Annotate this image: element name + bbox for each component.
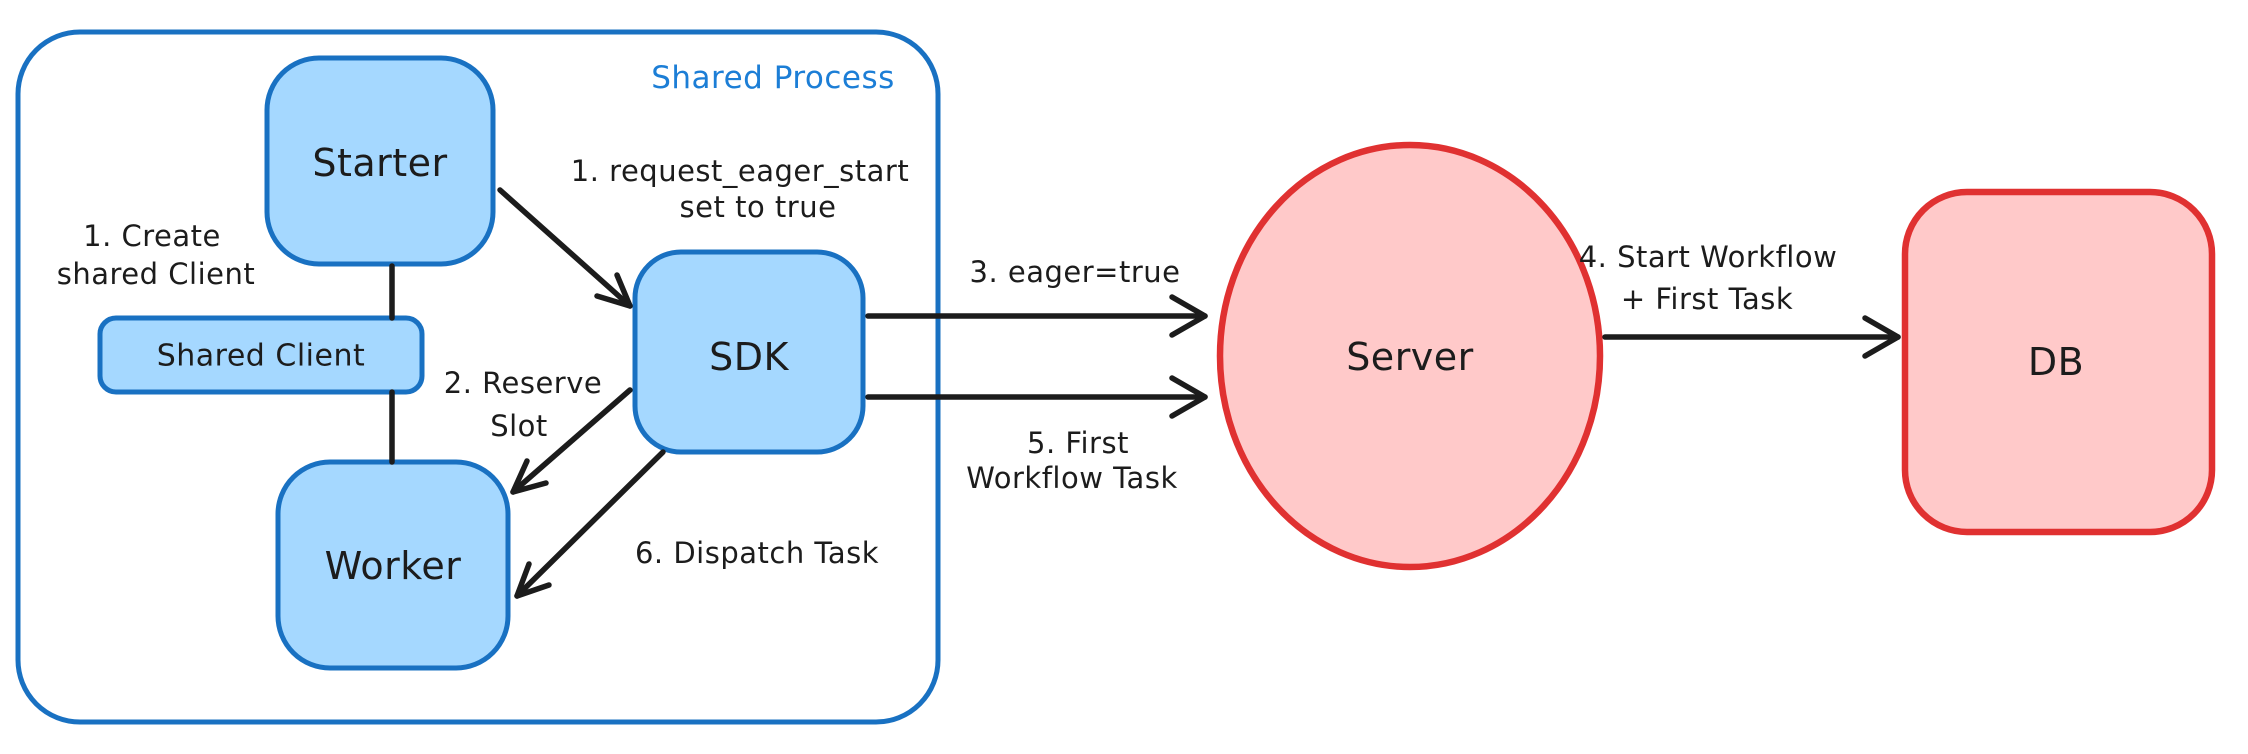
arrow-dispatch-task bbox=[514, 449, 666, 599]
arrow-reserve-slot-line bbox=[510, 387, 633, 495]
annotation-start-workflow-line2: + First Task bbox=[1621, 282, 1793, 316]
annotation-eager-true: 3. eager=true bbox=[970, 255, 1181, 289]
arrow-dispatch-task-line bbox=[514, 449, 666, 599]
annotation-dispatch-task: 6. Dispatch Task bbox=[635, 536, 879, 570]
arrow-first-workflow-task bbox=[865, 375, 1208, 419]
shared-process-container bbox=[15, 29, 941, 725]
sdk-label: SDK bbox=[709, 335, 789, 379]
db-group: DB bbox=[1901, 188, 2216, 536]
worker-label: Worker bbox=[325, 544, 462, 588]
arrow-first-workflow-task-head bbox=[1169, 375, 1208, 419]
annotation-request-eager-start-line1: 1. request_eager_start bbox=[571, 154, 909, 188]
arrow-eager-true bbox=[865, 294, 1208, 338]
arrow-reserve-slot-head bbox=[510, 458, 549, 495]
arrow-request-eager-start-line bbox=[497, 187, 633, 309]
connectors bbox=[389, 187, 1901, 599]
shared-client-label: Shared Client bbox=[157, 339, 366, 374]
annotation-first-workflow-task-line2: Workflow Task bbox=[966, 461, 1177, 495]
arrow-request-eager-start-head bbox=[594, 272, 633, 309]
arrow-request-eager-start bbox=[497, 187, 633, 309]
annotation-start-workflow-line1: 4. Start Workflow bbox=[1579, 240, 1838, 274]
starter-node bbox=[264, 55, 496, 267]
arrow-start-workflow bbox=[1602, 315, 1901, 359]
starter-label: Starter bbox=[312, 141, 447, 185]
annotations: 1. Create shared Client 1. request_eager… bbox=[57, 154, 1838, 570]
arrow-start-workflow-head bbox=[1862, 315, 1901, 359]
annotation-reserve-slot-line1: 2. Reserve bbox=[444, 366, 602, 400]
annotation-reserve-slot-line2: Slot bbox=[490, 409, 548, 443]
annotation-first-workflow-task-line1: 5. First bbox=[1027, 426, 1129, 460]
annotation-create-shared-client-line2: shared Client bbox=[57, 257, 255, 291]
db-node bbox=[1901, 188, 2216, 536]
shared-process-label: Shared Process bbox=[651, 60, 895, 96]
server-label: Server bbox=[1346, 335, 1474, 379]
shared-process-group: Shared Process Starter Shared Client Wor… bbox=[15, 29, 941, 725]
server-group: Server bbox=[1216, 141, 1604, 571]
arrow-reserve-slot bbox=[510, 387, 633, 495]
db-label: DB bbox=[2028, 340, 2084, 384]
shared-client-node bbox=[97, 315, 425, 395]
annotation-request-eager-start-line2: set to true bbox=[680, 190, 837, 224]
arrow-dispatch-task-head bbox=[514, 561, 552, 599]
annotation-create-shared-client-line1: 1. Create bbox=[83, 219, 221, 253]
arrow-eager-true-head bbox=[1169, 294, 1208, 338]
sdk-node bbox=[632, 249, 866, 455]
server-node bbox=[1216, 141, 1604, 571]
